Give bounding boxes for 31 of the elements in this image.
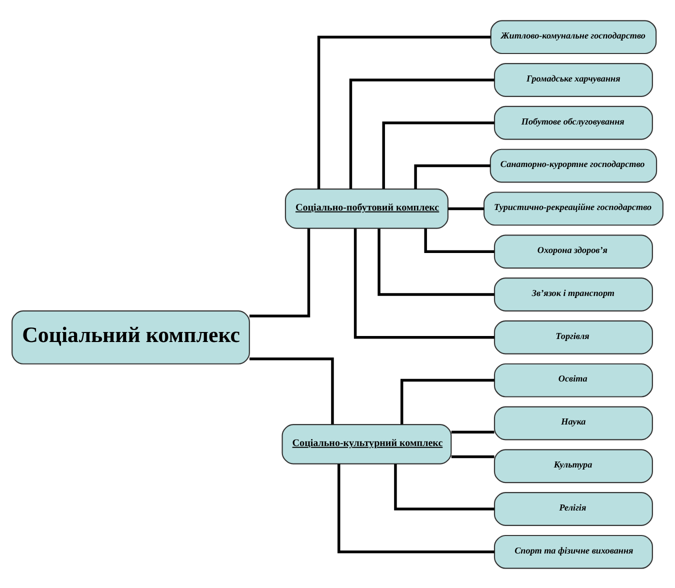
node-box: Торгівля	[494, 320, 653, 354]
connector	[378, 228, 494, 296]
node-box: Громадське харчування	[494, 62, 653, 96]
node-box: Соціальний комплекс	[12, 310, 250, 364]
node-box: Наука	[494, 406, 653, 440]
connector	[414, 164, 490, 188]
node-box: Релігія	[494, 492, 653, 526]
connector	[250, 356, 334, 424]
connector	[451, 430, 494, 433]
node-box: Охорона здоровʼя	[494, 234, 653, 268]
node-box: Культура	[494, 448, 653, 483]
connector	[424, 228, 494, 252]
connector	[382, 121, 494, 188]
node-box: Санаторно-курортне господарство	[490, 148, 658, 182]
node-box: Житлово-комунальне господарство	[490, 20, 657, 54]
node-box: Освіта	[494, 362, 653, 397]
node-box: Спорт та фізичне виховання	[494, 534, 653, 568]
connector	[394, 464, 494, 510]
node-box: Звʼязок і транспорт	[494, 277, 653, 311]
connector	[451, 454, 494, 458]
node-box: Побутове обслуговування	[494, 105, 653, 140]
connector	[249, 228, 310, 317]
connector	[354, 228, 494, 338]
connector	[400, 378, 494, 424]
connector	[338, 463, 494, 553]
node-box: Соціально-побутовий комплекс	[284, 188, 448, 228]
connector	[448, 206, 484, 210]
node-box: Соціально-культурний комплекс	[282, 424, 452, 464]
node-box: Туристично-рекреаційне господарство	[483, 191, 664, 226]
connector	[317, 35, 491, 188]
connector	[349, 78, 494, 188]
